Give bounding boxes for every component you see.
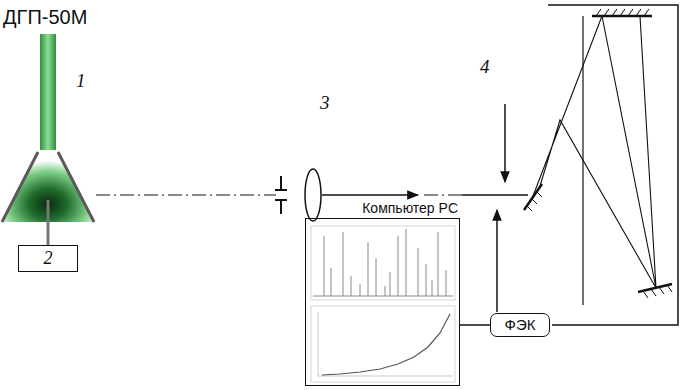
- mirror-hatch: [596, 9, 649, 16]
- mirror-hatch: [527, 192, 542, 211]
- photometer-box: ФЭК: [490, 313, 550, 337]
- mirror: [524, 184, 542, 210]
- lens-symbol: [305, 169, 321, 221]
- plot-axes: [318, 312, 453, 376]
- light-beam: [462, 194, 528, 195]
- slit-arrow: [496, 210, 498, 312]
- callout-number: 4: [480, 56, 490, 78]
- beam-arrow: [322, 194, 418, 196]
- box-label: ФЭК: [505, 317, 536, 334]
- lamp-tube: [40, 34, 56, 164]
- lamp-name: ДГП-50М: [3, 6, 87, 29]
- spectrum-plot: [311, 226, 455, 300]
- mirror: [592, 15, 652, 18]
- optical-axis: [424, 194, 462, 195]
- calibration-curve: [322, 314, 450, 375]
- power-supply-box: 2: [18, 245, 78, 272]
- curve-plot: [311, 306, 455, 382]
- monochromator-frame: [548, 5, 678, 325]
- light-beam: [582, 16, 583, 305]
- light-beam: [533, 16, 656, 288]
- callout-number: 1: [76, 70, 86, 92]
- mirror-hatch: [643, 285, 672, 298]
- box-label: 2: [44, 249, 53, 269]
- computer-box: Компьютер PC: [305, 200, 460, 386]
- lamp-stem: [47, 200, 50, 245]
- signal-wire: [460, 324, 490, 326]
- callout-number: 3: [320, 92, 330, 114]
- spectrum-peaks: [313, 229, 453, 296]
- slit-symbol: [275, 176, 287, 214]
- computer-label: Компьютер PC: [305, 200, 460, 217]
- computer-screen: [305, 218, 460, 386]
- slit-arrow: [504, 104, 506, 182]
- optical-axis: [96, 194, 276, 195]
